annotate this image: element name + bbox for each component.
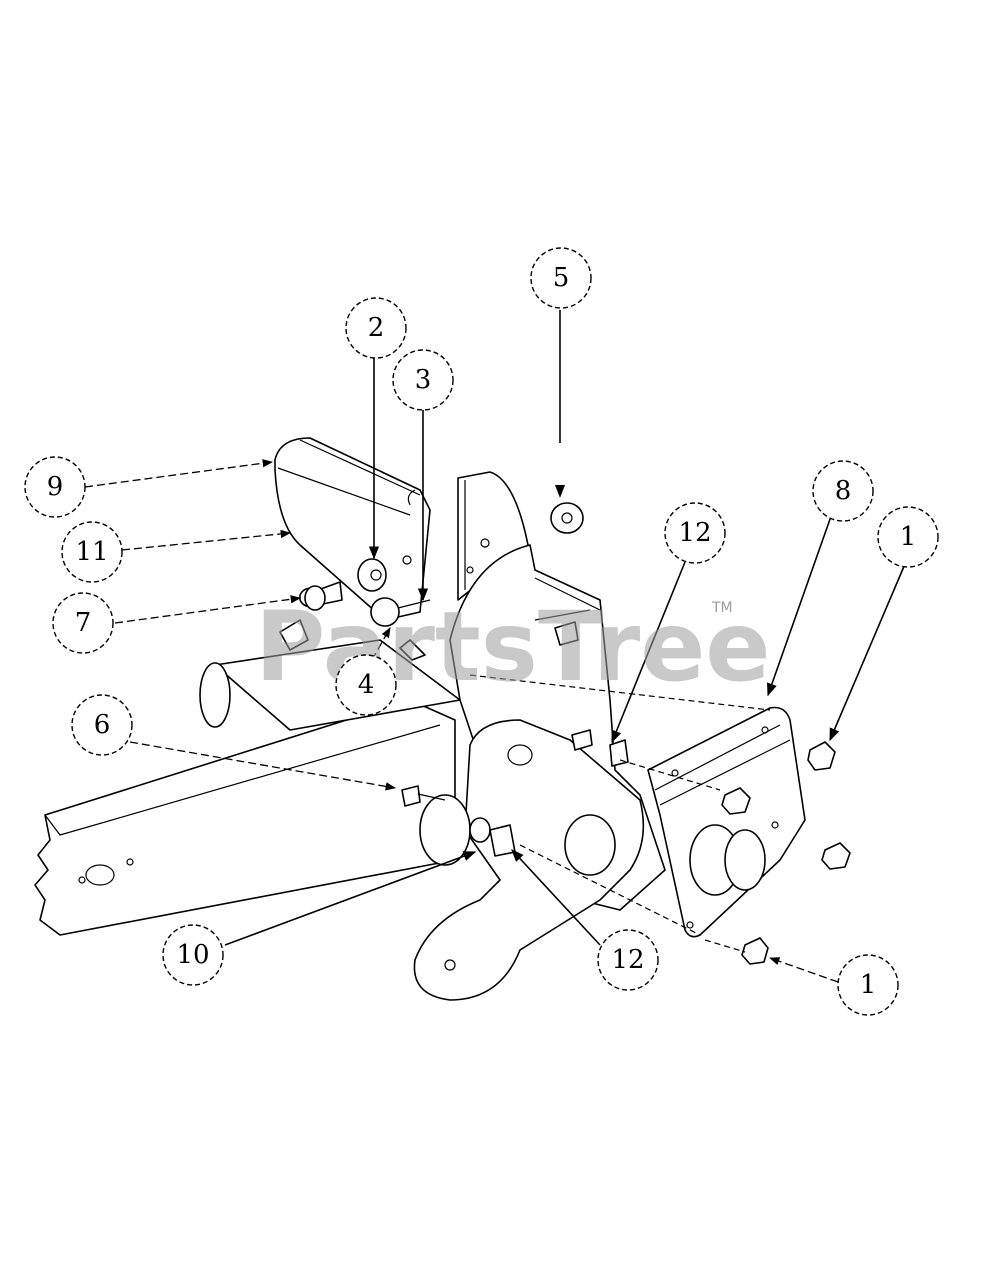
callout-5[interactable]: 5 <box>530 247 592 309</box>
callout-1-upper[interactable]: 1 <box>877 506 939 568</box>
svg-text:5: 5 <box>553 263 570 293</box>
right-bracket <box>647 706 806 938</box>
callout-11[interactable]: 11 <box>61 521 123 583</box>
callout-10[interactable]: 10 <box>162 924 224 986</box>
svg-text:1: 1 <box>860 970 877 1000</box>
callout-7[interactable]: 7 <box>52 592 114 654</box>
callout-8[interactable]: 8 <box>812 460 874 522</box>
callouts: 9 11 7 2 3 4 5 6 <box>24 247 939 1016</box>
callout-1-lower[interactable]: 1 <box>837 954 899 1016</box>
svg-text:11: 11 <box>75 537 108 567</box>
callout-12-upper[interactable]: 12 <box>664 502 726 564</box>
frame-rail <box>34 699 456 936</box>
hardware <box>279 502 851 965</box>
centerlines <box>469 674 771 953</box>
callout-6[interactable]: 6 <box>71 694 133 756</box>
watermark-trademark: TM <box>711 600 733 616</box>
svg-text:2: 2 <box>368 313 385 343</box>
svg-text:7: 7 <box>75 608 92 638</box>
svg-text:12: 12 <box>611 945 644 975</box>
svg-text:4: 4 <box>358 670 375 700</box>
callout-12-lower[interactable]: 12 <box>597 929 659 991</box>
svg-text:9: 9 <box>47 472 64 502</box>
svg-text:8: 8 <box>835 476 852 506</box>
lower-arm <box>413 719 645 1001</box>
svg-text:12: 12 <box>678 518 711 548</box>
svg-text:1: 1 <box>900 522 917 552</box>
nut-marker-5 <box>555 485 565 498</box>
svg-text:6: 6 <box>94 710 111 740</box>
callout-2[interactable]: 2 <box>345 297 407 359</box>
watermark-brand: PartsTree <box>255 591 770 703</box>
leader-lines <box>84 310 906 983</box>
callout-9[interactable]: 9 <box>24 456 86 518</box>
svg-text:3: 3 <box>415 365 432 395</box>
svg-text:10: 10 <box>176 940 209 970</box>
callout-4[interactable]: 4 <box>335 654 397 716</box>
callout-3[interactable]: 3 <box>392 349 454 411</box>
watermark: PartsTree TM <box>255 591 770 703</box>
